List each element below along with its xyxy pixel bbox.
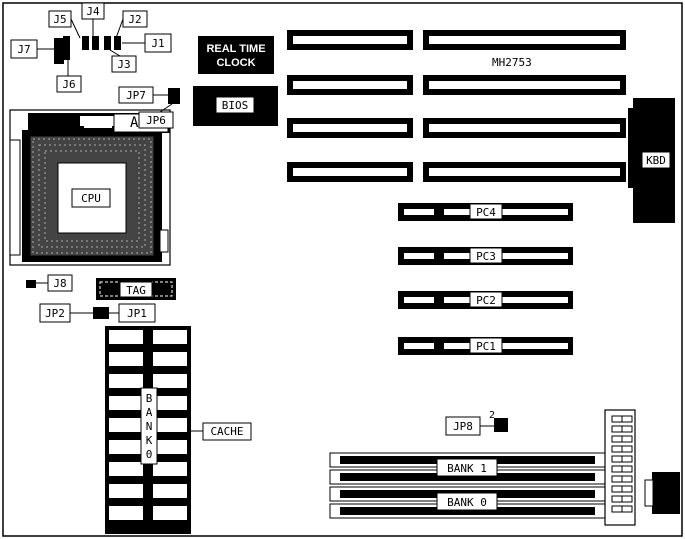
isa-slot xyxy=(423,30,626,50)
tag-label: TAG xyxy=(126,284,146,297)
pci-slot xyxy=(398,291,573,309)
pci-slot-label: PC2 xyxy=(476,294,496,307)
jumper-label-j7: J7 xyxy=(17,43,30,56)
rtc-label-line2: CLOCK xyxy=(216,57,255,69)
rtc-label-line1: REAL TIME xyxy=(206,43,265,55)
jumper-label-j8: J8 xyxy=(53,277,66,290)
bank0-letter: B xyxy=(146,392,153,405)
jumper-label-jp6: JP6 xyxy=(146,114,166,127)
simm-bank-label: BANK 1 xyxy=(447,462,487,475)
pci-slot-label: PC4 xyxy=(476,206,496,219)
cache-label: CACHE xyxy=(210,425,243,438)
jumper-label-j6: J6 xyxy=(62,78,75,91)
bank0-letter: K xyxy=(146,434,153,447)
pci-slot xyxy=(398,337,573,355)
pci-slot-group xyxy=(398,203,573,355)
jumper-label-jp8: JP8 xyxy=(453,420,473,433)
jumper-label-jp2: JP2 xyxy=(45,307,65,320)
rtc-chip xyxy=(198,36,274,74)
jumper-headers xyxy=(26,36,508,432)
rear-connector xyxy=(652,472,680,514)
isa-slot xyxy=(423,75,626,95)
jumper-callouts xyxy=(10,2,481,436)
pci-slot-label: PC3 xyxy=(476,250,496,263)
jumper-label-j2: J2 xyxy=(128,13,141,26)
jumper-label-j4: J4 xyxy=(86,5,100,18)
isa-slot xyxy=(287,162,413,182)
jumper-label-j1: J1 xyxy=(151,37,164,50)
pci-slot-label: PC1 xyxy=(476,340,496,353)
cpu-label: CPU xyxy=(81,192,101,205)
bank0-letter: N xyxy=(146,420,153,433)
jumper-label-jp1: JP1 xyxy=(127,307,147,320)
jumper-label-j3: J3 xyxy=(117,58,130,71)
power-connector xyxy=(604,409,636,526)
isa-slot xyxy=(423,118,626,138)
pci-slot xyxy=(398,203,573,221)
jumper-leaders xyxy=(36,18,494,427)
jumper-label-jp7: JP7 xyxy=(126,89,146,102)
bank0-letter: 0 xyxy=(146,448,153,461)
bios-label: BIOS xyxy=(222,99,249,112)
jumper-label-j5: J5 xyxy=(53,13,66,26)
isa-slot xyxy=(287,30,413,50)
isa-slot xyxy=(423,162,626,182)
isa-slot xyxy=(287,75,413,95)
jp8-pin-label: 2 xyxy=(489,410,495,421)
cpu-socket xyxy=(9,109,171,266)
kbd-label: KBD xyxy=(646,154,666,167)
cache-bank xyxy=(105,326,191,534)
model-label: MH2753 xyxy=(492,56,532,69)
isa-slot xyxy=(287,118,413,138)
pci-slot xyxy=(398,247,573,265)
isa-slots xyxy=(287,30,626,182)
simm-bank-label: BANK 0 xyxy=(447,496,487,509)
bank0-letter: A xyxy=(146,406,153,419)
